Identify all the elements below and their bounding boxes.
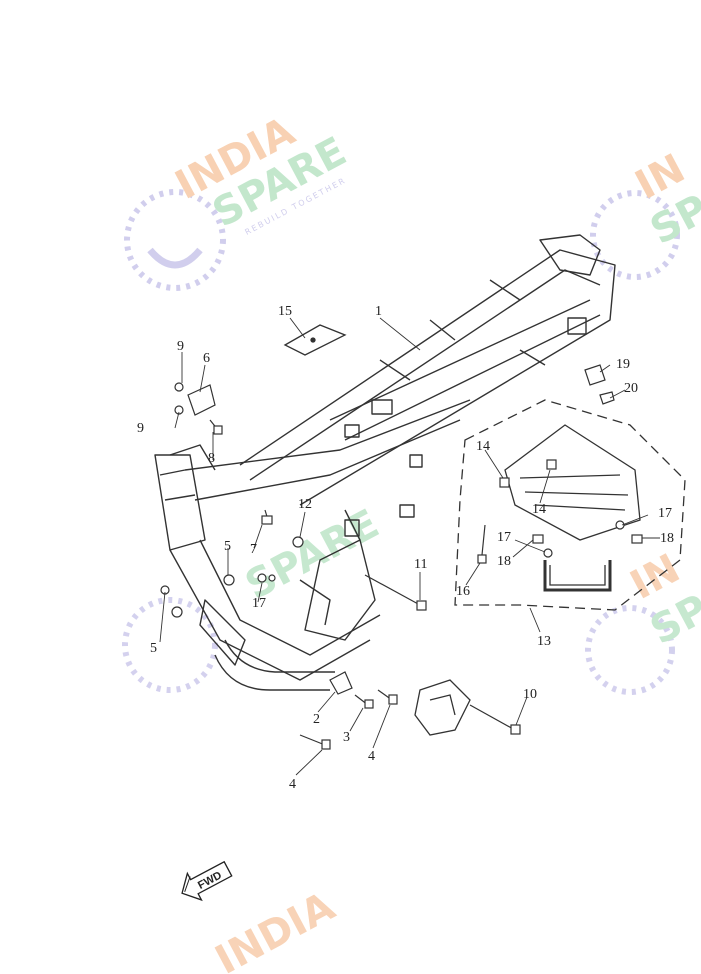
callout-20: 20 xyxy=(624,381,638,396)
callout-14-left: 14 xyxy=(476,439,490,454)
callout-1: 1 xyxy=(375,304,382,319)
callout-7: 7 xyxy=(250,542,257,557)
callout-13: 13 xyxy=(537,634,551,649)
callout-17-right: 17 xyxy=(658,506,672,521)
callouts: 1 15 9 6 9 8 7 12 5 5 17 11 19 20 14 14 … xyxy=(137,304,674,792)
fwd-arrow-icon: FWD xyxy=(181,860,233,902)
fwd-label: FWD xyxy=(196,869,224,891)
callout-15: 15 xyxy=(278,304,292,319)
part-15-plate xyxy=(283,324,347,356)
callout-6: 6 xyxy=(203,351,210,366)
callout-4-left: 4 xyxy=(289,777,296,792)
svg-text:INDIA: INDIA xyxy=(208,883,342,974)
callout-5-lower: 5 xyxy=(150,641,157,656)
callout-16: 16 xyxy=(456,584,470,599)
callout-10: 10 xyxy=(523,687,537,702)
watermark-logo-right-top: IN SP xyxy=(590,146,701,280)
callout-17-left: 17 xyxy=(252,596,266,611)
guard-assembly xyxy=(454,399,686,611)
main-frame xyxy=(154,234,616,691)
fasteners xyxy=(160,364,643,750)
callout-12: 12 xyxy=(298,497,312,512)
watermark-logo-bottom: INDIA xyxy=(208,883,342,974)
callout-19: 19 xyxy=(616,357,630,372)
footrest-bracket xyxy=(414,679,471,736)
callout-18-mid: 18 xyxy=(497,554,511,569)
callout-9-top: 9 xyxy=(177,339,184,354)
callout-11: 11 xyxy=(414,557,427,572)
callout-3: 3 xyxy=(343,730,350,745)
leader-lines xyxy=(159,317,660,776)
callout-14-right: 14 xyxy=(532,502,546,517)
watermark-logo-topleft: INDIA SPARE REBUILD TOGETHER xyxy=(124,108,354,291)
callout-17-mid: 17 xyxy=(497,530,511,545)
callout-5-upper: 5 xyxy=(224,539,231,554)
callout-18-right: 18 xyxy=(660,531,674,546)
callout-9-bottom: 9 xyxy=(137,421,144,436)
callout-8: 8 xyxy=(208,451,215,466)
callout-4-right: 4 xyxy=(368,749,375,764)
callout-2: 2 xyxy=(313,712,320,727)
